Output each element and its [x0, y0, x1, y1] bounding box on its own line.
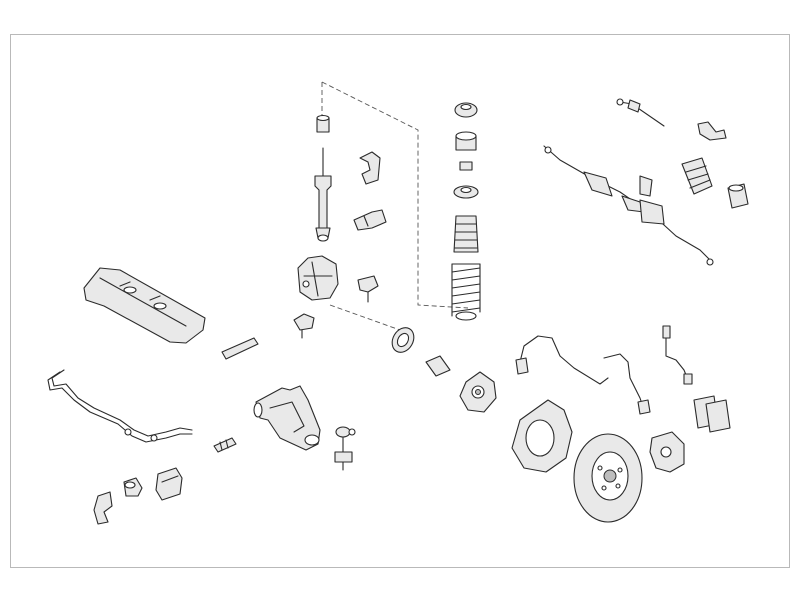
stabilizer-bushing[interactable] — [123, 477, 143, 497]
stabilizer-clamp[interactable] — [93, 491, 113, 525]
drive-shaft-pin[interactable] — [425, 355, 451, 377]
steering-boot[interactable] — [681, 157, 713, 195]
rack-bushing[interactable] — [727, 183, 749, 209]
mount-bolt[interactable] — [357, 275, 379, 303]
ball-joint[interactable] — [334, 426, 356, 471]
shock-bracket-upper[interactable] — [359, 151, 381, 185]
spring-seat[interactable] — [453, 185, 479, 199]
strut-bearing[interactable] — [455, 131, 477, 151]
assembly-guide-lines — [321, 81, 469, 331]
strut-nut[interactable] — [459, 161, 473, 171]
brake-hose[interactable] — [662, 325, 693, 385]
abs-sensor-cable[interactable] — [515, 335, 651, 415]
brake-caliper[interactable] — [649, 431, 685, 473]
bearing-ring[interactable] — [388, 324, 418, 357]
subframe-crossmember[interactable] — [83, 267, 206, 344]
tie-rod[interactable] — [616, 98, 665, 127]
mounting-bar[interactable] — [221, 337, 259, 360]
brake-pads[interactable] — [693, 395, 731, 433]
wheel-hub[interactable] — [459, 371, 497, 413]
shock-bracket-lower[interactable] — [353, 209, 387, 231]
steering-knuckle[interactable] — [297, 255, 339, 301]
brake-disc[interactable] — [573, 433, 643, 523]
link-bolt[interactable] — [213, 437, 237, 453]
stabilizer-bracket[interactable] — [155, 467, 183, 501]
control-arm[interactable] — [253, 385, 321, 451]
tie-rod-bracket[interactable] — [697, 121, 727, 141]
brake-shield[interactable] — [511, 399, 573, 473]
coil-spring[interactable] — [451, 263, 481, 321]
stabilizer-bar[interactable] — [47, 369, 193, 443]
dust-boot[interactable] — [453, 215, 479, 253]
rubber-mount[interactable] — [293, 313, 315, 339]
strut-top-mount[interactable] — [454, 102, 478, 118]
shock-absorber[interactable] — [314, 114, 332, 242]
diagram-frame — [10, 34, 790, 568]
steering-rack[interactable] — [543, 145, 714, 266]
